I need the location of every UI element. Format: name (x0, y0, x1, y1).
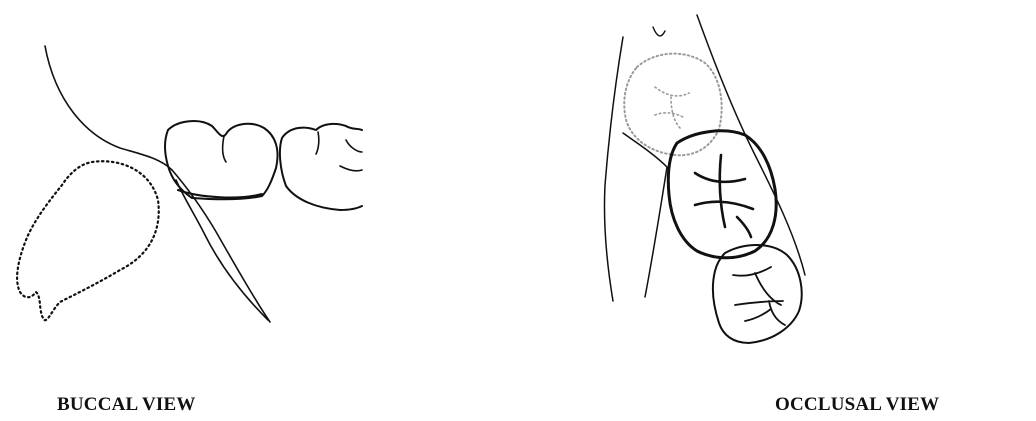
occlusal-view-caption: OCCLUSAL VIEW (775, 394, 939, 416)
impacted-third-molar-outline (17, 161, 159, 320)
adjacent-molar-crown (280, 124, 362, 210)
impacted-third-molar-occlusal-outline (624, 54, 721, 156)
first-molar-occlusal-fissures (733, 267, 785, 325)
second-molar-occlusal-outline (668, 131, 776, 258)
first-molar-occlusal-outline (713, 245, 802, 343)
oblique-ridge-line (176, 180, 268, 320)
occlusal-view-illustration (585, 5, 825, 355)
buccal-view-caption: BUCCAL VIEW (57, 394, 196, 416)
second-molar-groove (223, 136, 226, 162)
impacted-third-molar-fissures (655, 87, 689, 129)
ramus-border-line (45, 46, 270, 322)
adjacent-molar-groove (316, 132, 362, 171)
buccal-view-illustration (0, 30, 380, 340)
second-molar-occlusal-fissures (695, 155, 753, 237)
external-oblique-line (623, 133, 667, 297)
top-notch-mark (653, 27, 665, 36)
second-molar-crown (165, 121, 278, 199)
ramus-lingual-line (604, 37, 623, 301)
